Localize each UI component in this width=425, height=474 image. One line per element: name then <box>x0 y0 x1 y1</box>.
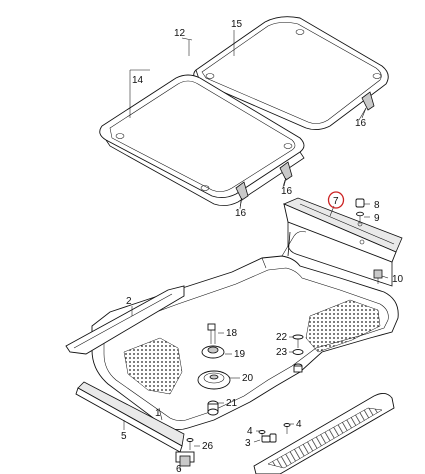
nut-part-side <box>261 433 277 443</box>
callout-12: 12 <box>174 28 186 39</box>
washer-part-23 <box>292 349 304 355</box>
cover-part-20 <box>197 370 231 390</box>
callout-19: 19 <box>234 349 246 360</box>
callout-20: 20 <box>242 373 254 384</box>
callout-6: 6 <box>176 464 182 474</box>
callout-4-lower: 4 <box>247 426 253 437</box>
leader-lines <box>123 30 389 470</box>
callout-9: 9 <box>374 213 380 224</box>
grommet-part-21 <box>207 400 219 416</box>
floor-liner-part-1 <box>91 231 399 431</box>
callout-4-upper: 4 <box>296 419 302 430</box>
callout-14: 14 <box>132 75 144 86</box>
screw-part-4-upper <box>283 423 291 434</box>
bolt-part-18 <box>207 323 216 344</box>
callout-1: 1 <box>155 408 161 419</box>
bracket-part-19 <box>201 345 225 359</box>
sill-trim-part-2 <box>65 285 185 355</box>
callout-21: 21 <box>226 398 238 409</box>
entry-trim-part-3 <box>253 393 395 474</box>
spacer-part <box>293 363 303 373</box>
callout-15: 15 <box>231 19 243 30</box>
callout-7: 7 <box>333 196 339 207</box>
callout-26: 26 <box>202 441 214 452</box>
callout-labels: 12 15 14 16 16 16 7 8 9 10 2 18 19 20 21… <box>121 19 404 474</box>
callout-5: 5 <box>121 431 127 442</box>
callout-16-middle: 16 <box>281 186 293 197</box>
callout-23: 23 <box>276 347 288 358</box>
callout-8: 8 <box>374 200 380 211</box>
callout-3: 3 <box>245 438 251 449</box>
callout-16-left: 16 <box>235 208 247 219</box>
clip-part-16-middle <box>279 161 293 187</box>
callout-2: 2 <box>126 296 132 307</box>
screw-part-22 <box>292 334 304 348</box>
clip-part-10 <box>373 269 383 284</box>
callout-7-highlight-ring <box>327 191 345 209</box>
cap-part-8 <box>355 198 365 208</box>
rear-trim-panel-part-7 <box>282 197 403 287</box>
clip-part-6 <box>175 451 195 467</box>
front-floor-panel <box>99 74 305 206</box>
callout-10: 10 <box>392 274 404 285</box>
callout-22: 22 <box>276 332 288 343</box>
screw-part-26 <box>186 438 194 450</box>
screw-part-9 <box>356 211 364 224</box>
callout-18: 18 <box>226 328 238 339</box>
callout-16-right: 16 <box>355 118 367 129</box>
